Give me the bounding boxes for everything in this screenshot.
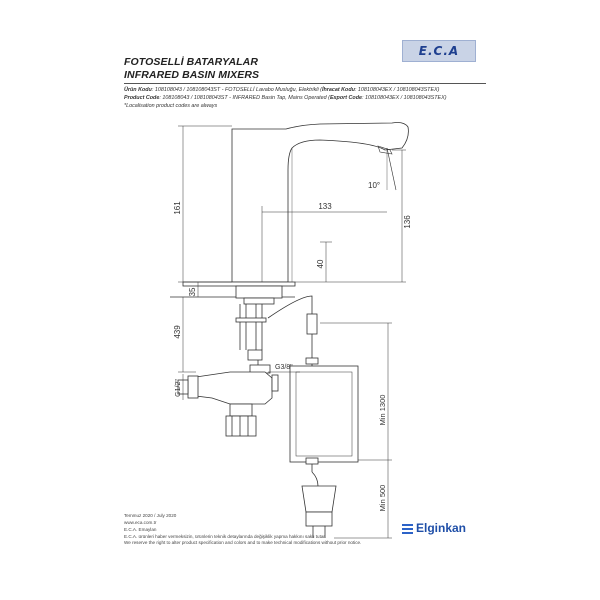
elginkan-logo-icon bbox=[402, 523, 413, 534]
dim-g12: G1/2" bbox=[175, 379, 182, 397]
faucet-body bbox=[231, 122, 409, 283]
dimension-lines bbox=[178, 125, 406, 539]
dim-min1300: Min 1300 bbox=[378, 395, 387, 426]
dim-35: 35 bbox=[188, 287, 197, 296]
product-code-en: Product Code: 108108043 / 108108043ST - … bbox=[124, 95, 447, 101]
title-turkish: FOTOSELLİ BATARYALAR bbox=[124, 56, 259, 68]
localisation-note: *Localisation product codes are always bbox=[124, 103, 218, 109]
eca-logo: E.C.A bbox=[402, 40, 476, 62]
angle-valve bbox=[177, 364, 279, 437]
dim-min500: Min 500 bbox=[378, 485, 387, 512]
header-divider bbox=[124, 83, 486, 84]
dim-136: 136 bbox=[403, 215, 412, 229]
product-code-en-label: Product Code bbox=[124, 95, 160, 101]
product-code-en-value: : 108108043 / 108108043ST - INFRARED Bas… bbox=[159, 95, 330, 101]
product-code-tr-label: Ürün Kodu bbox=[124, 87, 152, 93]
footer-date: Temmuz 2020 / July 2020 bbox=[124, 513, 177, 518]
export-code-en-value: : 108108043EX / 108108043STEX) bbox=[362, 95, 447, 101]
footer-company: E.C.A. Emaylan bbox=[124, 527, 157, 532]
power-plug bbox=[301, 471, 337, 538]
footer-disclaimer-tr: E.C.A. ürünleri haber vermeksizin, ürünl… bbox=[124, 534, 326, 539]
export-code-en-label: Export Code bbox=[329, 95, 362, 101]
dim-133: 133 bbox=[318, 202, 332, 211]
power-supply bbox=[289, 365, 359, 472]
dimension-labels: 161 35 439 G1/2" 133 10° 136 40 G3/8" Mi… bbox=[173, 181, 412, 511]
dim-g38: G3/8" bbox=[275, 364, 293, 371]
dim-439: 439 bbox=[173, 325, 182, 339]
elginkan-brand: Elginkan bbox=[402, 521, 466, 535]
elginkan-brand-name: Elginkan bbox=[416, 521, 467, 535]
faucet-base bbox=[170, 281, 296, 372]
export-code-tr-label: İhracat Kodu bbox=[321, 87, 355, 93]
dim-161: 161 bbox=[173, 201, 182, 215]
eca-logo-text: E.C.A bbox=[418, 44, 460, 58]
product-code-tr: Ürün Kodu: 108108043 / 108108043ST - FOT… bbox=[124, 87, 439, 93]
product-code-tr-value: : 108108043 / 108108043ST - FOTOSELLİ La… bbox=[151, 87, 322, 93]
footer-disclaimer-en: We reserve the right to alter product sp… bbox=[124, 540, 362, 545]
dim-40: 40 bbox=[316, 259, 325, 268]
export-code-tr-value: : 108108043EX / 108108043STEX) bbox=[354, 87, 440, 93]
sensor-cable bbox=[267, 295, 319, 366]
title-english: INFRARED BASIN MIXERS bbox=[124, 69, 260, 81]
dim-10deg: 10° bbox=[368, 181, 380, 190]
footer-web: www.eca.com.tr bbox=[124, 520, 157, 525]
